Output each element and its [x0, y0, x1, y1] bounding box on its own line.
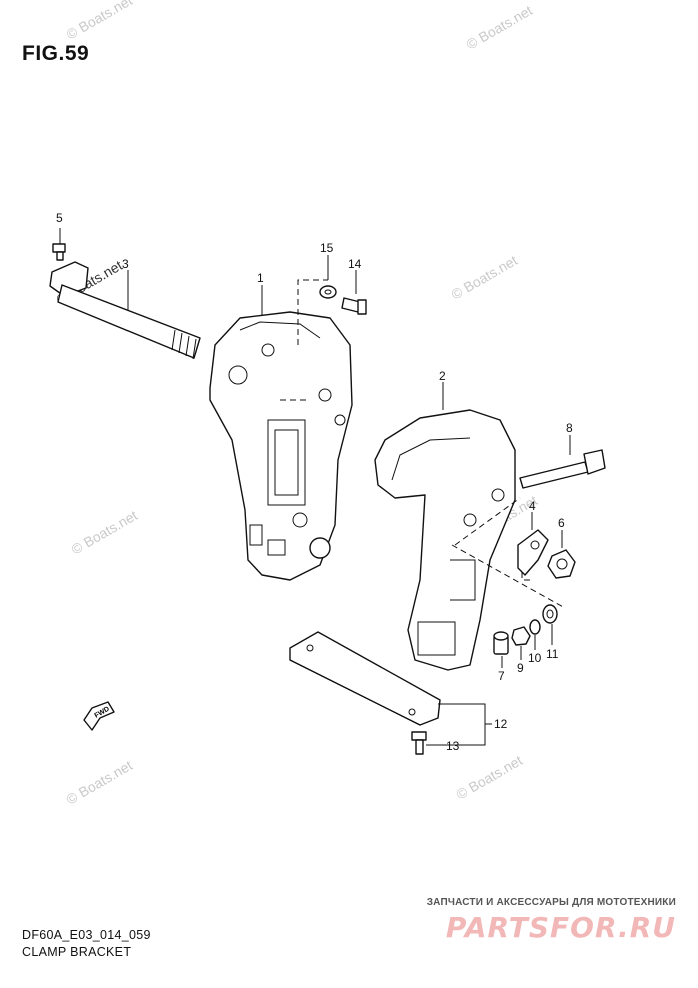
callout-13: 13	[446, 739, 460, 753]
part-2-clamp-bracket-right	[374, 382, 566, 671]
watermark: © Boats.net	[69, 507, 141, 558]
part-8-bolt	[519, 435, 606, 489]
watermark: © Boats.net	[449, 252, 521, 303]
watermark: © Boats.net	[64, 757, 136, 808]
callout-8: 8	[566, 421, 573, 435]
callout-11: 11	[546, 647, 559, 661]
callout-4: 4	[529, 499, 536, 513]
part-6-nut	[547, 530, 576, 579]
callout-12: 12	[494, 717, 508, 731]
callout-1: 1	[257, 271, 264, 285]
callout-7: 7	[498, 669, 505, 683]
fwd-direction-arrow: FWD	[83, 701, 115, 731]
brand-logo: PARTSFOR.RU	[445, 911, 676, 944]
callout-2: 2	[439, 369, 446, 383]
part-4-plate	[517, 512, 549, 581]
part-14-bolt	[341, 270, 367, 315]
part-13-bolt	[411, 731, 440, 755]
watermark: © Boats.net	[464, 2, 536, 53]
part-7-collar	[493, 631, 509, 668]
part-11-washer	[542, 604, 558, 645]
callout-3: 3	[122, 257, 129, 271]
part-3-clamp-shaft	[49, 261, 201, 360]
diagram-code: DF60A_E03_014_059	[22, 928, 151, 942]
part-10-washer	[529, 619, 541, 650]
watermark: © Boats.net	[64, 0, 136, 43]
figure-title: FIG.59	[22, 42, 90, 65]
callout-15: 15	[320, 241, 334, 255]
part-15-washer	[319, 255, 337, 299]
callout-6: 6	[558, 516, 565, 530]
brand-tagline: ЗАПЧАСТИ И АКСЕССУАРЫ ДЛЯ МОТОТЕХНИКИ	[426, 897, 676, 908]
diagram-name: CLAMP BRACKET	[22, 945, 132, 959]
callout-9: 9	[517, 661, 524, 675]
part-5-bolt	[52, 228, 66, 261]
callout-10: 10	[528, 651, 542, 665]
callout-14: 14	[348, 257, 362, 271]
part-12-clamp-plate	[289, 631, 492, 746]
callout-5: 5	[56, 211, 63, 225]
watermark: © Boats.net	[454, 752, 526, 803]
callout-labels: 5 3 1 15 14 2 8 4 6 7 9 10 11 12 13	[56, 211, 573, 753]
part-1-clamp-bracket-left	[209, 279, 353, 581]
part-9-nut	[511, 626, 531, 660]
